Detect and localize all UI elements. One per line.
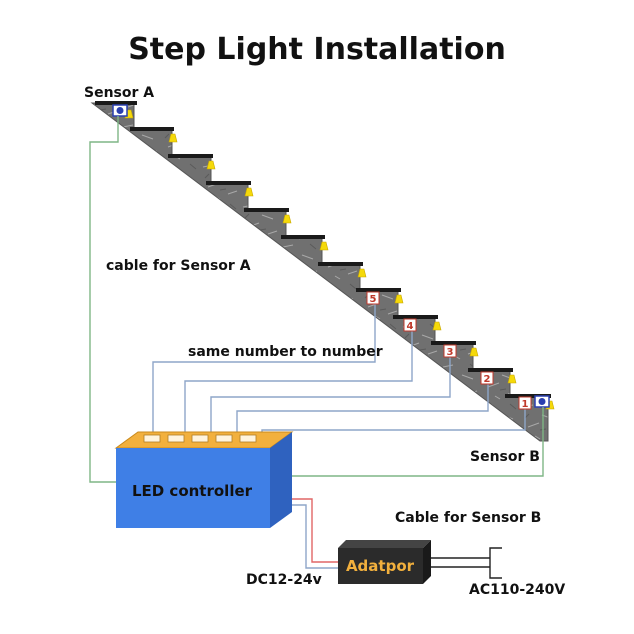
- wire-step-3: [210, 352, 451, 440]
- step-bar: [356, 288, 401, 292]
- lamp-icon: [168, 133, 178, 143]
- sensor-b-label: Sensor B: [470, 449, 540, 465]
- sensor-a-label: Sensor A: [84, 85, 154, 101]
- step-bar: [206, 181, 251, 185]
- step-bars: [95, 101, 551, 398]
- cable-sensor-a-label: cable for Sensor A: [106, 258, 251, 274]
- ac-voltage-label: AC110-240V: [469, 582, 565, 598]
- step-number-3: 3: [447, 347, 454, 358]
- wire-step-1: [261, 404, 526, 440]
- wire-dc-blue: [292, 504, 338, 569]
- step-number-4: 4: [407, 321, 414, 332]
- lamp-icon: [357, 268, 367, 278]
- dc-voltage-label: DC12-24v: [246, 572, 322, 588]
- sensor-a-icon: [112, 104, 128, 117]
- step-bar: [393, 315, 438, 319]
- led-controller: LED controller: [114, 431, 294, 528]
- wire-sensor-a: [89, 116, 119, 483]
- step-bar: [318, 262, 363, 266]
- step-number-boxes: 5 4 3 2 1: [366, 291, 532, 410]
- step-number-2: 2: [484, 374, 491, 385]
- lamp-icon: [432, 321, 442, 331]
- controller-front: [116, 448, 270, 528]
- adaptor-side: [423, 540, 431, 584]
- adaptor-front: [338, 548, 423, 584]
- step-number-5: 5: [370, 294, 377, 305]
- led-controller-label: LED controller: [132, 482, 253, 500]
- lamp-icon: [244, 187, 254, 197]
- lamp-icon: [394, 294, 404, 304]
- cable-sensor-b-label: Cable for Sensor B: [395, 510, 541, 526]
- step-bar: [130, 127, 174, 131]
- controller-terminals: [143, 434, 257, 443]
- step-bar: [468, 368, 513, 372]
- lamp-icon: [206, 160, 216, 170]
- step-bar: [244, 208, 289, 212]
- controller-side: [270, 432, 292, 528]
- lamp-icon: [319, 241, 329, 251]
- adaptor: Adatpor: [338, 540, 431, 584]
- step-bar: [505, 394, 551, 398]
- page-title: Step Light Installation: [128, 32, 506, 67]
- wire-step-4: [184, 326, 413, 440]
- adaptor-label: Adatpor: [346, 557, 415, 575]
- lamp-icon: [507, 374, 517, 384]
- step-number-1: 1: [522, 399, 529, 410]
- wire-step-2: [236, 379, 489, 440]
- step-bar: [95, 101, 137, 105]
- sensor-b-icon: [534, 395, 550, 408]
- wire-sensor-b: [292, 407, 544, 477]
- wire-step-5: [152, 299, 376, 440]
- adaptor-top: [338, 540, 431, 548]
- lamp-icon: [469, 347, 479, 357]
- step-bar: [431, 341, 476, 345]
- step-bar: [281, 235, 325, 239]
- wire-dc-red: [292, 498, 338, 563]
- lamp-icon: [282, 214, 292, 224]
- same-number-label: same number to number: [188, 344, 383, 360]
- step-bar: [168, 154, 213, 158]
- plug-icon: [489, 547, 502, 579]
